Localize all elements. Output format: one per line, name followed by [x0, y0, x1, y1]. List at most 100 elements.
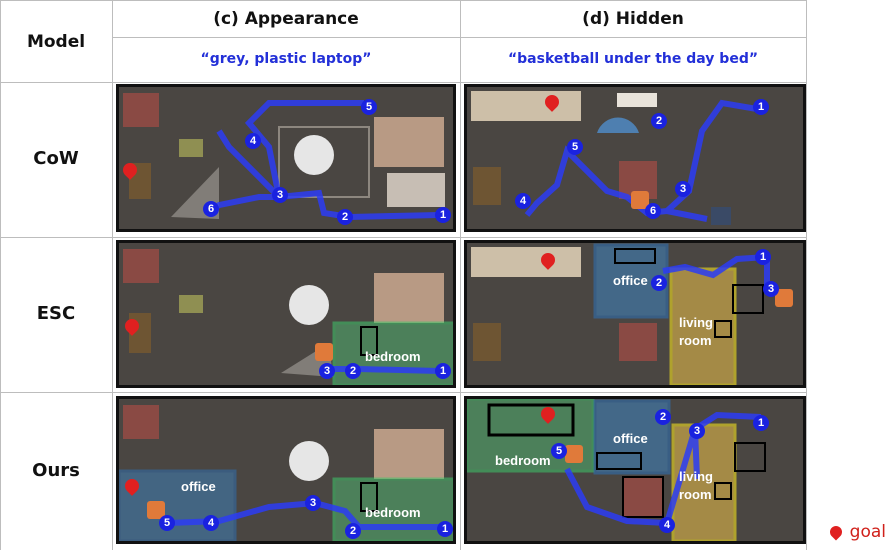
region-label-room: room — [679, 487, 712, 502]
table-furniture — [617, 93, 657, 107]
box-furniture — [711, 207, 731, 225]
day-bed — [471, 247, 581, 277]
robot-icon — [565, 445, 583, 463]
grid-col-right — [806, 0, 807, 550]
waypoint-marker: 3 — [675, 181, 691, 197]
col-c-query: “grey, plastic laptop” — [200, 51, 372, 67]
rug-furniture — [597, 117, 639, 133]
region-label-bedroom: bedroom — [365, 505, 421, 520]
waypoint-marker: 2 — [345, 523, 361, 539]
map-panel-ours-appearance: office bedroom 3 4 5 2 1 — [116, 396, 456, 544]
shelf-furniture — [473, 167, 501, 205]
desk-furniture — [179, 139, 203, 157]
detection-box — [732, 284, 764, 314]
waypoint-marker: 3 — [689, 423, 705, 439]
waypoint-marker: 6 — [203, 201, 219, 217]
waypoint-marker: 2 — [337, 209, 353, 225]
room-wall — [278, 126, 370, 198]
map-panel-ours-hidden: bedroom office living room 1 2 3 5 4 — [464, 396, 806, 544]
waypoint-marker: 1 — [435, 363, 451, 379]
model-header: Model — [26, 32, 86, 52]
waypoint-marker: 2 — [655, 409, 671, 425]
bed-furniture — [387, 173, 445, 207]
detection-box — [487, 403, 575, 437]
detection-box — [714, 482, 732, 500]
region-label-office: office — [613, 273, 648, 288]
sofa-furniture — [123, 405, 159, 439]
waypoint-marker: 3 — [763, 281, 779, 297]
round-table — [289, 285, 329, 325]
detection-box — [714, 320, 732, 338]
legend: goal — [827, 522, 886, 542]
grid-top — [0, 0, 806, 1]
region-label-living: living — [679, 315, 713, 330]
sofa-furniture — [123, 249, 159, 283]
waypoint-marker: 2 — [345, 363, 361, 379]
goal-pin-icon — [827, 523, 845, 541]
waypoint-marker: 1 — [437, 521, 453, 537]
round-table — [294, 135, 334, 175]
waypoint-marker: 6 — [645, 203, 661, 219]
map-panel-cow-hidden: 1 2 5 3 4 6 — [464, 84, 806, 232]
region-label-bedroom: bedroom — [365, 349, 421, 364]
region-label-office: office — [613, 431, 648, 446]
waypoint-marker: 1 — [753, 99, 769, 115]
region-label-bedroom: bedroom — [495, 453, 551, 468]
grid-col2 — [460, 0, 461, 550]
waypoint-marker: 5 — [159, 515, 175, 531]
detection-box — [360, 326, 378, 356]
col-c-title: (c) Appearance — [213, 9, 359, 29]
chair-furniture — [622, 476, 664, 518]
waypoint-marker: 3 — [272, 187, 288, 203]
detection-box — [596, 452, 642, 470]
bed-furniture — [374, 117, 444, 167]
waypoint-marker: 3 — [319, 363, 335, 379]
region-label-office: office — [181, 479, 216, 494]
round-table — [289, 441, 329, 481]
robot-icon — [631, 191, 649, 209]
chair-furniture — [619, 323, 657, 361]
shelf-furniture — [473, 323, 501, 361]
bed-furniture — [374, 429, 444, 479]
waypoint-marker: 5 — [361, 99, 377, 115]
robot-icon — [147, 501, 165, 519]
col-d-query: “basketball under the day bed” — [507, 51, 759, 67]
legend-label: goal — [849, 522, 886, 542]
waypoint-marker: 4 — [245, 133, 261, 149]
detection-box — [734, 442, 766, 472]
waypoint-marker: 4 — [515, 193, 531, 209]
detection-box — [614, 248, 656, 264]
detection-box — [360, 482, 378, 512]
waypoint-marker: 1 — [435, 207, 451, 223]
waypoint-marker: 4 — [659, 517, 675, 533]
living-room-region — [669, 267, 737, 385]
waypoint-marker: 5 — [551, 443, 567, 459]
grid-col-left — [0, 0, 1, 550]
region-label-room: room — [679, 333, 712, 348]
row-label-esc: ESC — [36, 303, 76, 324]
grid-row2-bottom — [0, 392, 806, 393]
grid-header-bottom — [0, 82, 806, 83]
desk-furniture — [179, 295, 203, 313]
row-label-ours: Ours — [32, 460, 80, 481]
row-label-cow: CoW — [33, 148, 79, 169]
waypoint-marker: 5 — [567, 139, 583, 155]
robot-icon — [775, 289, 793, 307]
map-panel-esc-hidden: office living room 1 2 3 — [464, 240, 806, 388]
waypoint-marker: 2 — [651, 275, 667, 291]
col-d-title: (d) Hidden — [582, 9, 684, 29]
grid-header-mid — [112, 37, 806, 38]
waypoint-marker: 1 — [753, 415, 769, 431]
waypoint-marker: 4 — [203, 515, 219, 531]
sofa-furniture — [123, 93, 159, 127]
grid-col1 — [112, 0, 113, 550]
map-panel-cow-appearance: 5 4 3 2 1 6 — [116, 84, 456, 232]
map-panel-esc-appearance: bedroom 3 2 1 — [116, 240, 456, 388]
region-label-living: living — [679, 469, 713, 484]
waypoint-marker: 3 — [305, 495, 321, 511]
robot-icon — [315, 343, 333, 361]
waypoint-marker: 2 — [651, 113, 667, 129]
day-bed — [471, 91, 581, 121]
bed-furniture — [374, 273, 444, 323]
waypoint-marker: 1 — [755, 249, 771, 265]
